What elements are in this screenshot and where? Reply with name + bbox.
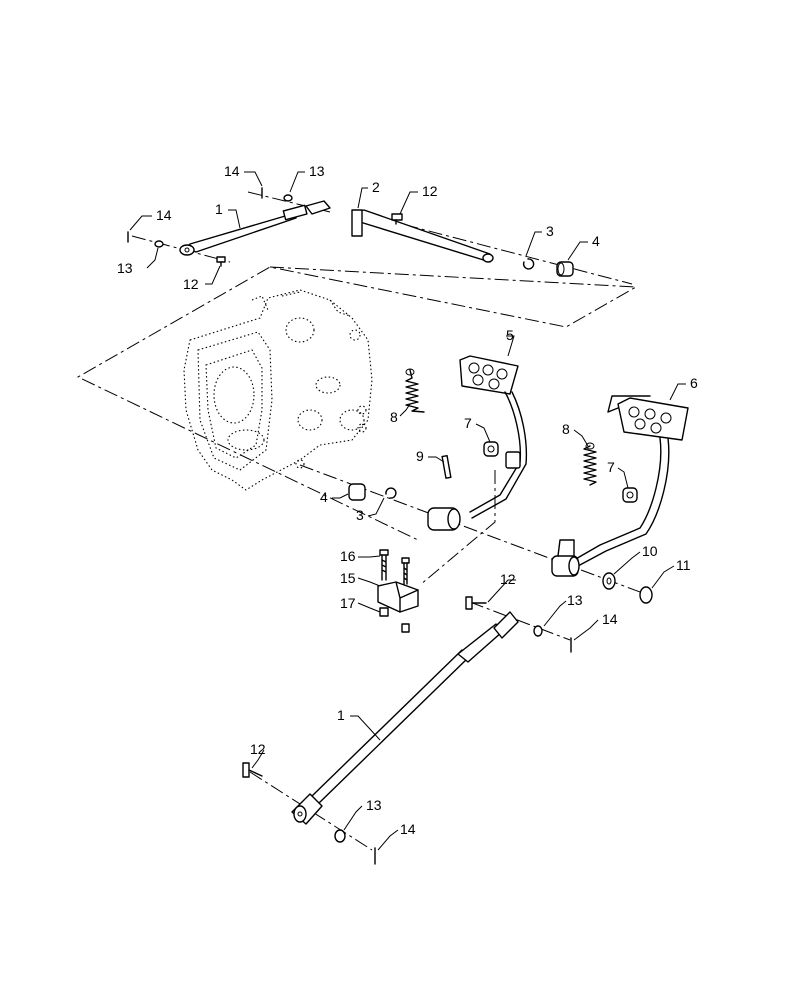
- spring-8-right: [583, 442, 597, 486]
- callout-14-top-left: 14: [156, 207, 172, 223]
- callout-3-mid: 3: [356, 507, 364, 523]
- callout-1-top: 1: [215, 201, 223, 217]
- callout-14-bottom: 14: [400, 821, 416, 837]
- clip-13-bottom: [334, 829, 346, 843]
- callout-16: 16: [340, 548, 356, 564]
- assembly-outline: [76, 266, 638, 541]
- callout-1-bottom: 1: [337, 707, 345, 723]
- clip-13-mid: [533, 625, 543, 637]
- callout-3-top: 3: [546, 223, 554, 239]
- pedal-left-hub: [427, 507, 461, 531]
- callout-14-mid: 14: [602, 611, 618, 627]
- centerline-shaft: [355, 211, 633, 285]
- callout-13-bottom: 13: [366, 797, 382, 813]
- bushing-4-mid: [348, 483, 366, 501]
- callout-12-top-left: 12: [183, 276, 199, 292]
- callout-labels: 14 13 14 1 13 12 2 12 3 4 5 6 7 7 8 8 9 …: [117, 163, 698, 837]
- callout-4-top: 4: [592, 233, 600, 249]
- nut-7-right: [622, 487, 638, 503]
- cross-shaft: [351, 209, 494, 263]
- callout-8-left: 8: [390, 409, 398, 425]
- washer-10: [602, 572, 616, 590]
- nut-17: [379, 607, 410, 633]
- callout-17: 17: [340, 595, 356, 611]
- callout-15: 15: [340, 570, 356, 586]
- transmission-housing: [183, 289, 373, 491]
- callout-8-right: 8: [562, 421, 570, 437]
- callout-11: 11: [676, 557, 691, 573]
- callout-10: 10: [642, 543, 658, 559]
- centerline-bottom-left: [249, 771, 373, 851]
- callout-12-bottom: 12: [250, 741, 266, 757]
- callout-7-right: 7: [607, 459, 615, 475]
- callout-12-mid: 12: [500, 571, 516, 587]
- callout-7-left: 7: [464, 415, 472, 431]
- bushing-4-top: [556, 261, 574, 277]
- clip-13-top-right: [283, 194, 293, 202]
- pin-12-top-left: [216, 256, 226, 267]
- snap-ring-3-mid: [385, 487, 397, 499]
- nut-7-left: [483, 441, 499, 457]
- rod-top: [179, 200, 331, 256]
- pin-12-bottom: [242, 762, 263, 778]
- callout-2: 2: [372, 179, 380, 195]
- callout-14-top: 14: [224, 163, 240, 179]
- callout-12-shaft: 12: [422, 183, 438, 199]
- callout-5: 5: [506, 327, 514, 343]
- leader-lines: [129, 171, 686, 851]
- rod-bottom: [291, 611, 519, 825]
- bolt-16: [379, 549, 389, 581]
- pedal-right-hub: [551, 539, 580, 577]
- pin-12-shaft: [391, 213, 403, 225]
- ring-11: [639, 586, 653, 604]
- pin-9: [441, 454, 452, 479]
- pedal-right: [573, 395, 689, 567]
- centerline-bracket: [419, 470, 496, 586]
- callout-9: 9: [416, 448, 424, 464]
- callout-13-mid: 13: [567, 592, 583, 608]
- callout-6: 6: [690, 375, 698, 391]
- callout-4-mid: 4: [320, 489, 328, 505]
- spring-8-left: [405, 368, 425, 413]
- pedal-left: [459, 355, 528, 519]
- callout-13-top: 13: [309, 163, 325, 179]
- bolt-16b: [401, 557, 410, 585]
- callout-13-top-left: 13: [117, 260, 133, 276]
- snap-ring-3-top: [522, 258, 535, 270]
- centerline-bottom-rod: [469, 601, 571, 641]
- clip-13-top-left: [154, 240, 164, 248]
- bracket-15: [377, 581, 419, 613]
- pin-12-mid: [465, 596, 487, 610]
